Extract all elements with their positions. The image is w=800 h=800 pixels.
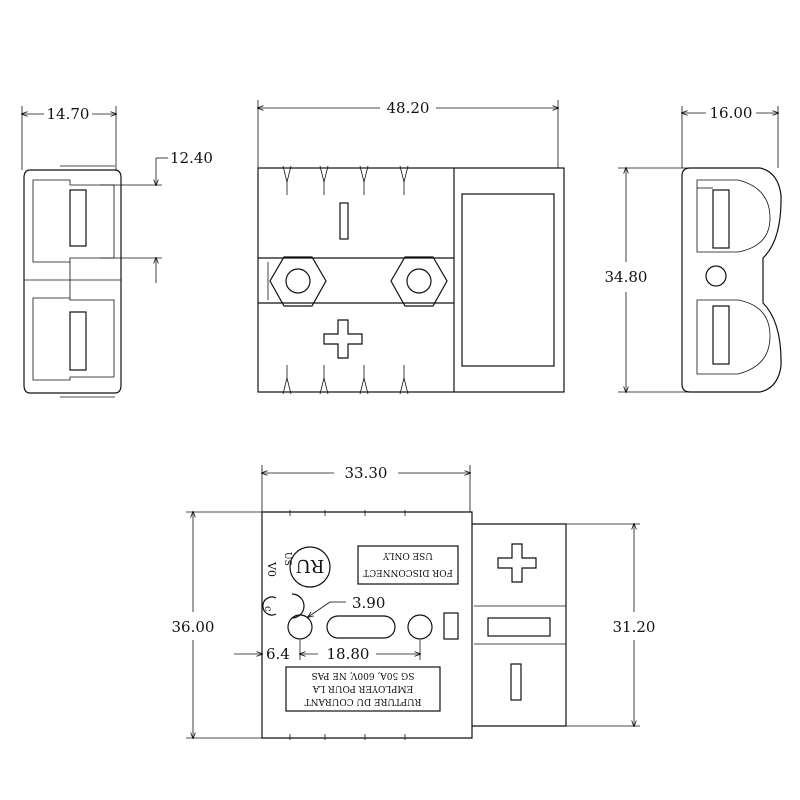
label-lower-line1: SG 50A, 600V, NE PAS <box>312 670 415 680</box>
dim-side-slot: 12.40 <box>100 149 213 283</box>
side-slot-label: 12.40 <box>170 149 213 167</box>
side-view <box>23 165 122 398</box>
svg-text:RU: RU <box>296 555 325 576</box>
label-lower-line2: EMPLOYER POUR LA <box>312 683 413 693</box>
bottom-length-label: 33.30 <box>345 464 388 482</box>
dim-bottom-height: 36.00 <box>172 512 262 738</box>
bottom-inner-height-label: 31.20 <box>613 618 656 636</box>
plus-symbol-bottom <box>497 543 537 583</box>
plus-symbol-front <box>323 319 363 359</box>
dim-side-width: 14.70 <box>22 105 116 170</box>
vo-mark-text: V0 <box>265 561 278 577</box>
label-lower-line3: RUPTURE DU COURANT <box>305 696 422 706</box>
front-view <box>257 165 565 395</box>
label-upper-line1: USE ONLY <box>382 550 433 560</box>
minus-symbol-front <box>339 202 349 240</box>
hole-offset-label: 6.4 <box>266 645 290 663</box>
dim-end-width: 16.00 <box>682 104 778 168</box>
front-width-label: 48.20 <box>387 99 430 117</box>
hole-spacing-label: 18.80 <box>327 645 370 663</box>
side-width-label: 14.70 <box>47 105 90 123</box>
recognized-mark-icon <box>262 596 277 616</box>
end-width-label: 16.00 <box>710 104 753 122</box>
ul-mark-icon <box>289 546 331 588</box>
minus-symbol-bottom <box>510 663 522 701</box>
hole-dia-label: 3.90 <box>352 594 385 612</box>
dim-bottom-inner-height: 31.20 <box>566 524 655 726</box>
ce-mark-text: c <box>262 606 273 612</box>
bottom-view: USE ONLY FOR DISCONNECT SG 50A, 600V, NE… <box>261 510 567 740</box>
end-view <box>681 167 782 393</box>
ul-mark-text: US <box>282 552 292 566</box>
dim-hole-positions: 6.4 18.80 <box>234 640 420 663</box>
dim-end-height: 34.80 <box>605 168 690 392</box>
end-height-label: 34.80 <box>605 268 648 286</box>
dim-bottom-length: 33.30 <box>262 464 470 512</box>
bottom-height-label: 36.00 <box>172 618 215 636</box>
dim-front-width: 48.20 <box>258 99 558 168</box>
label-upper-line2: FOR DISCONNECT <box>363 567 453 577</box>
dim-hole-dia: 3.90 <box>308 594 385 617</box>
